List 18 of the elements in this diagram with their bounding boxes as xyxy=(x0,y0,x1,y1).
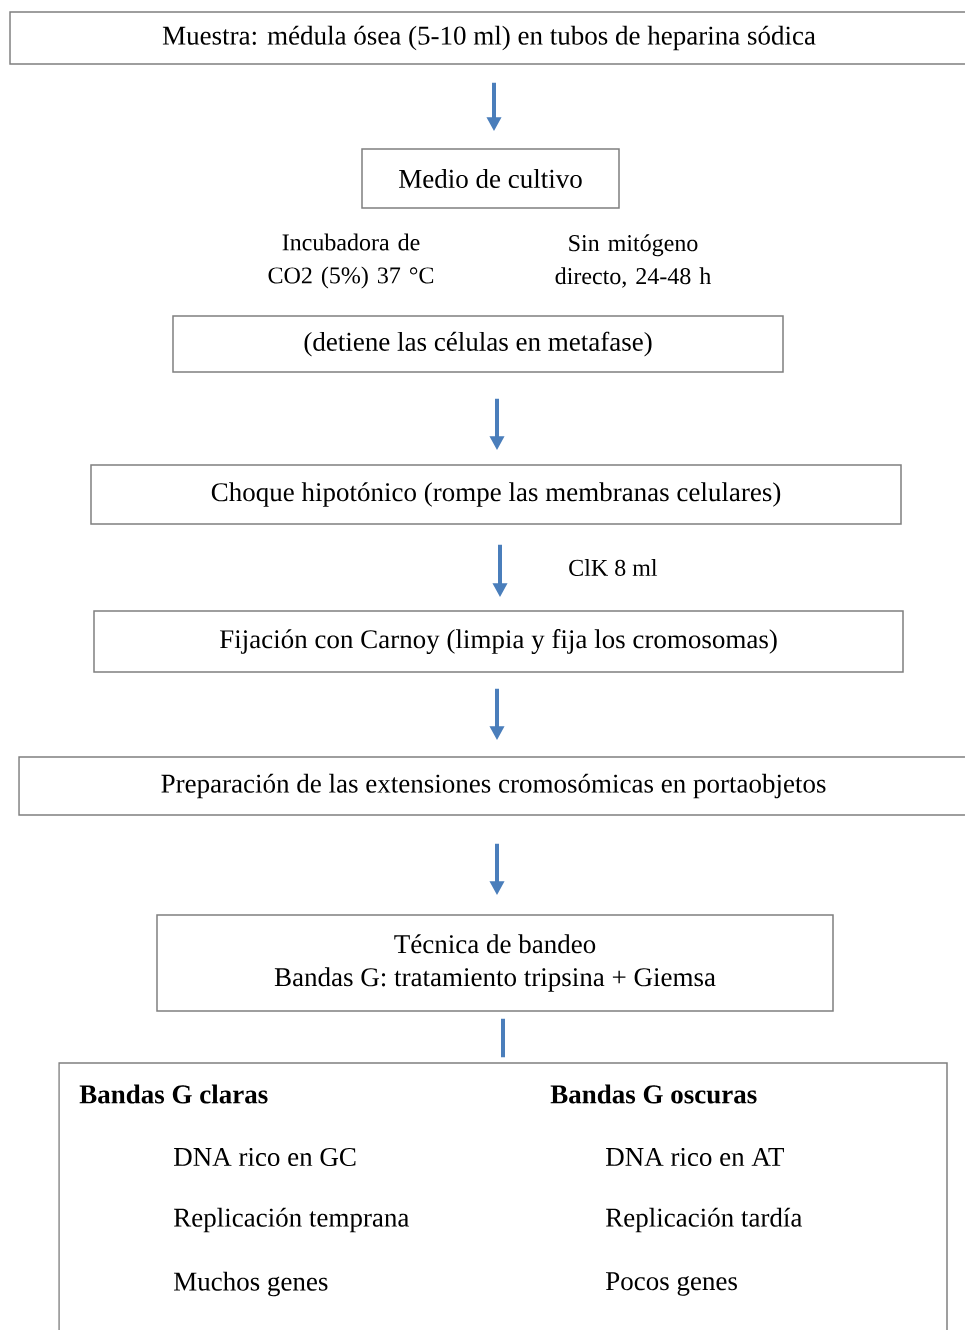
list-item: Pocos genes xyxy=(606,1272,737,1296)
process-box: Medio de cultivo xyxy=(361,148,620,209)
process-box: Choque hipotónico (rompe las membranas celulares) xyxy=(90,464,902,525)
process-box: Fijación con Carnoy (limpia y fija los cromosomas) xyxy=(93,610,904,673)
list-item: Replicación tardía xyxy=(606,1207,803,1233)
process-box: Preparación de las extensiones cromosómicas en portaobjetos xyxy=(18,756,965,816)
edge-label: ClK 8 ml xyxy=(566,557,660,578)
list-item: Replicación temprana xyxy=(174,1207,410,1233)
process-box: Muestra: médula ósea (5-10 ml) en tubos de heparina sódica xyxy=(9,11,965,65)
list-item: Muchos genes xyxy=(174,1271,328,1297)
list-item: DNA rico en AT xyxy=(606,1147,784,1167)
column-heading: Bandas G oscuras xyxy=(550,1084,757,1104)
list-item: DNA rico en GC xyxy=(174,1147,356,1167)
process-box: Técnica de bandeo Bandas G: tratamiento tripsina + Giemsa xyxy=(156,914,834,1012)
process-box: (detiene las células en metafase) xyxy=(172,315,784,373)
column-heading: Bandas G claras xyxy=(79,1084,268,1104)
annotation: Sin mitógeno directo, 24-48 h xyxy=(555,234,711,288)
annotation: Incubadora de CO2 (5%) 37 °C xyxy=(268,233,434,289)
